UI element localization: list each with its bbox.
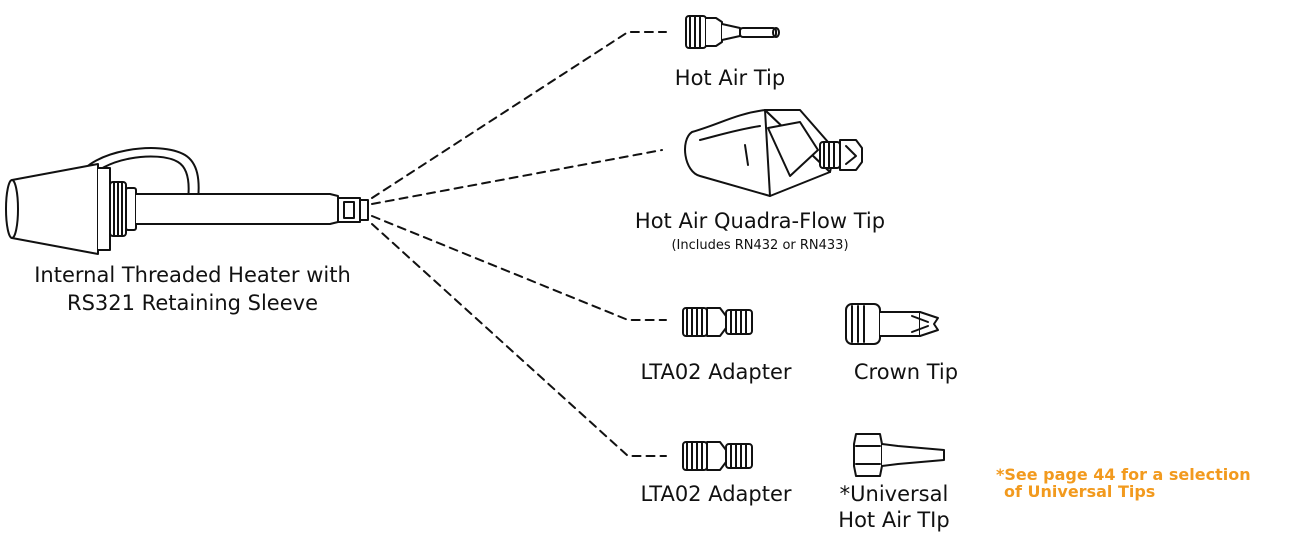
connector-lines [371,31,667,457]
crown-tip-icon [845,303,939,345]
universal-tips-note-line2: of Universal Tips [1004,482,1156,501]
universal-tips-note-line1: *See page 44 for a selection [996,465,1251,484]
lta02-adapter-label-2: LTA02 Adapter [640,482,792,506]
rn-insert-icon [819,139,863,171]
universal-tip-label-line1: *Universal [839,482,949,506]
crown-tip-label: Crown Tip [853,360,959,384]
heater-label-line2: RS321 Retaining Sleeve [67,291,318,315]
quadra-flow-tip-note: (Includes RN432 or RN433) [671,238,849,253]
adapter-icon [682,441,753,471]
universal-tip-icon [853,433,945,477]
adapter-icon [682,307,753,337]
heater-icon [5,147,369,255]
heater-label-line1: Internal Threaded Heater with [34,263,351,287]
hot-air-tip-icon [685,15,780,49]
lta02-adapter-label-1: LTA02 Adapter [640,360,792,384]
universal-tip-label-line2: Hot Air TIp [838,508,950,532]
hot-air-tip-label: Hot Air Tip [674,66,786,90]
quadra-flow-tip-label: Hot Air Quadra-Flow Tip [634,209,886,233]
quadra-flow-nozzle-icon [684,109,836,197]
